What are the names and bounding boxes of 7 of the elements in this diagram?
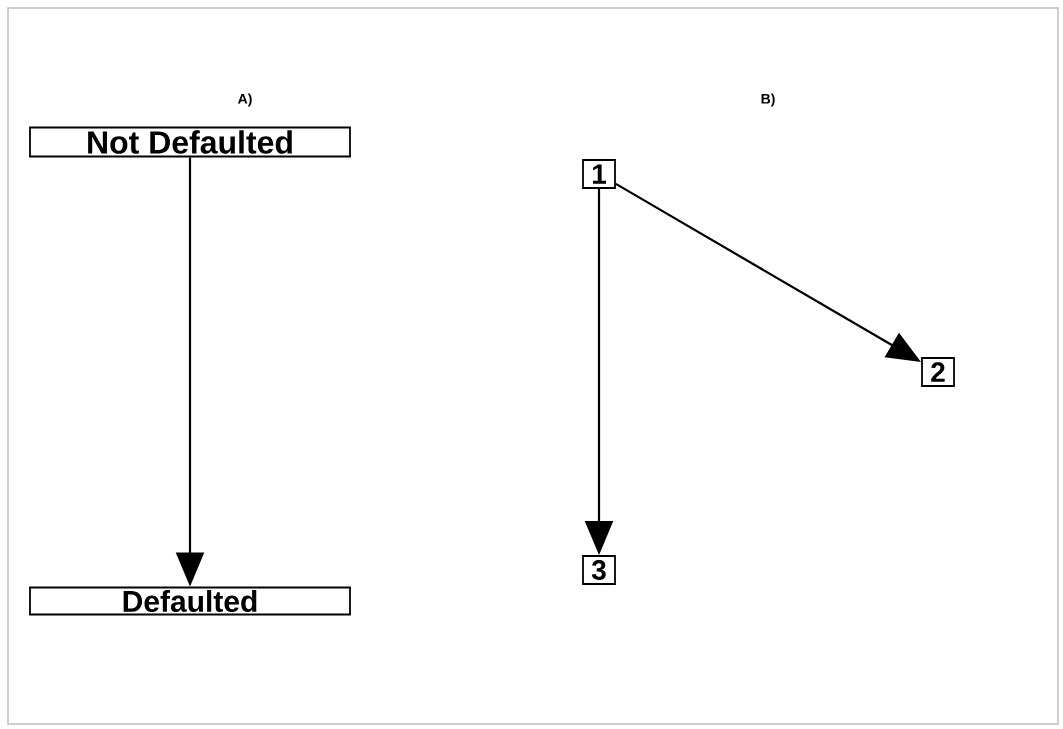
panel-label: B) (761, 93, 775, 107)
state-box: Defaulted (29, 586, 351, 616)
panel-label: A) (237, 93, 252, 107)
number-box: 3 (582, 555, 616, 585)
number-box: 1 (582, 159, 616, 189)
state-box: Not Defaulted (29, 126, 351, 158)
number-box: 2 (921, 357, 955, 387)
